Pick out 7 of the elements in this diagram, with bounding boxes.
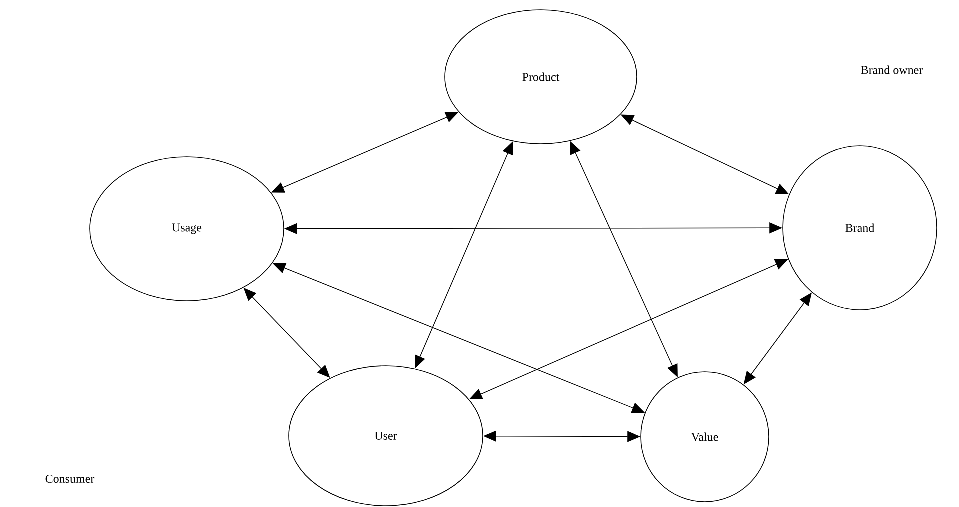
ellipse-node: Brand <box>782 146 938 310</box>
text-label: Consumer <box>46 474 95 484</box>
ellipse-node: Usage <box>90 156 284 302</box>
ellipse-node: User <box>288 366 484 506</box>
ellipse-node: Product <box>444 10 638 144</box>
ellipse-node: Value <box>640 372 770 502</box>
text-label: Brand owner <box>861 66 924 74</box>
